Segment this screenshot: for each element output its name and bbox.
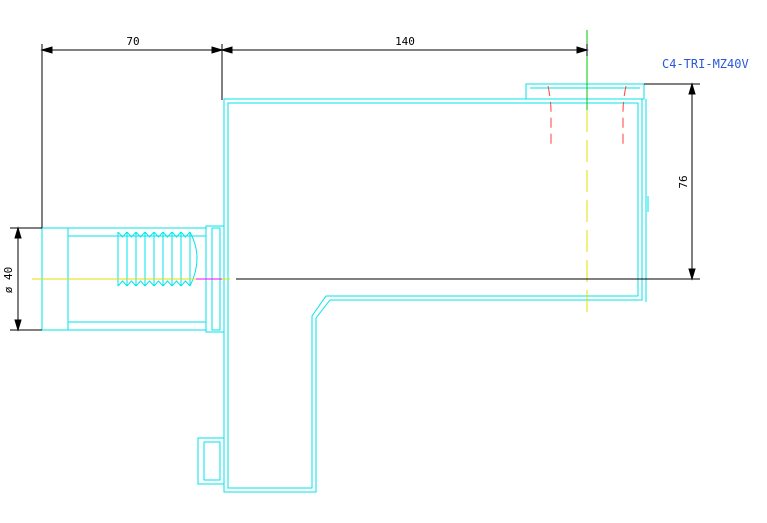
thread-root <box>162 231 173 238</box>
arrow-dia-bottom <box>14 319 22 332</box>
thread-root <box>162 280 173 287</box>
dim-text-70: 70 <box>126 35 139 48</box>
hidden-thread-right <box>622 85 627 145</box>
thread-root <box>144 280 155 287</box>
arrow-76-top <box>688 82 696 95</box>
thread-root <box>117 280 128 287</box>
arrow-76-bottom <box>688 268 696 281</box>
arrow-140-left <box>220 46 233 54</box>
thread-root <box>135 231 146 238</box>
arrow-70-right <box>211 46 224 54</box>
thread-root <box>126 231 137 238</box>
thread-root <box>135 280 146 287</box>
arrow-dia-top <box>14 226 22 239</box>
thread-root <box>153 280 164 287</box>
thread-root <box>171 280 182 287</box>
thread-root <box>180 231 191 238</box>
thread-root <box>180 280 191 287</box>
screw-head-inner <box>203 441 221 481</box>
thread-root <box>153 231 164 238</box>
part-code-label: C4-TRI-MZ40V <box>662 57 749 71</box>
thread-root <box>126 280 137 287</box>
arrow-70-left <box>40 46 53 54</box>
hidden-thread-left <box>547 85 552 145</box>
thread-section <box>117 231 191 287</box>
thread-root <box>117 231 128 238</box>
dim-text-140: 140 <box>395 35 415 48</box>
dim-text-diameter: ø 40 <box>2 267 15 294</box>
dim-text-76: 76 <box>677 175 690 188</box>
screw-head <box>197 437 225 485</box>
arrow-140-right <box>576 46 589 54</box>
body-inner-outline <box>227 102 639 489</box>
clamp-plate <box>525 83 645 100</box>
thread-root <box>171 231 182 238</box>
thread-end-cap <box>189 231 198 287</box>
body-outline <box>223 98 643 493</box>
dimension-lines <box>10 44 700 332</box>
part-outline <box>41 83 649 493</box>
thread-root <box>144 231 155 238</box>
